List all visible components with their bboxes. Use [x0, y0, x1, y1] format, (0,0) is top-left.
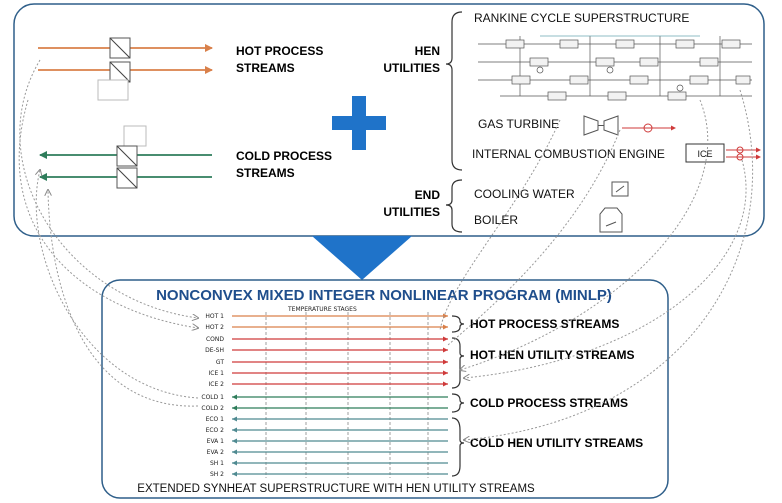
cold-process-label-line1: COLD PROCESS — [236, 149, 332, 163]
stream-label: ICE 1 — [209, 370, 225, 377]
hen-utilities-line1: HEN — [415, 44, 440, 58]
hot-process-streams-graphic — [38, 37, 213, 101]
stream-label: COLD 2 — [201, 405, 224, 412]
stream-arrowhead — [443, 359, 448, 365]
temperature-stages-label: TEMPERATURE STAGES — [287, 306, 357, 313]
boiler-label: BOILER — [474, 213, 518, 227]
cooling-water-label: COOLING WATER — [474, 187, 575, 201]
stream-label: EVA 1 — [207, 438, 225, 445]
stream-arrowhead — [443, 370, 448, 376]
stream-arrowhead — [232, 471, 237, 477]
big-down-arrow — [312, 236, 412, 280]
hen-utilities-line2: UTILITIES — [383, 61, 440, 75]
bottom-panel — [101, 279, 669, 499]
stream-arrowhead — [232, 438, 237, 444]
ice-label: INTERNAL COMBUSTION ENGINE — [472, 147, 665, 161]
stream-arrowhead — [232, 394, 237, 400]
stream-arrowhead — [443, 381, 448, 387]
rankine-label: RANKINE CYCLE SUPERSTRUCTURE — [474, 11, 689, 25]
stream-arrowhead — [443, 336, 448, 342]
end-utilities-brace — [445, 179, 463, 233]
plus-sign — [332, 96, 386, 150]
ice-box — [685, 143, 725, 163]
ice-box-label: ICE — [697, 149, 712, 159]
end-utilities-line2: UTILITIES — [383, 205, 440, 219]
ice-exhaust-lines — [726, 146, 761, 161]
gas-turbine-label: GAS TURBINE — [478, 117, 559, 131]
stream-label: HOT 2 — [205, 324, 224, 331]
stream-label: ICE 2 — [209, 381, 225, 388]
group-hot-hen-utility: HOT HEN UTILITY STREAMS — [470, 348, 634, 362]
stream-label: SH 1 — [210, 460, 224, 467]
stream-label: HOT 1 — [205, 313, 224, 320]
end-utilities-line1: END — [415, 188, 441, 202]
stream-arrowhead — [232, 449, 237, 455]
cold-process-streams-graphic — [39, 125, 212, 189]
stream-arrowhead — [232, 416, 237, 422]
cooling-water-icon — [611, 181, 629, 197]
stream-arrowhead — [232, 405, 237, 411]
group-cold-process: COLD PROCESS STREAMS — [470, 396, 628, 410]
dotted-connectors — [18, 59, 754, 440]
stream-arrowhead — [232, 460, 237, 466]
stream-lines: HOT 1 HOT 2 COND DE-SH GT ICE 1 ICE 2 COLD 1 COL… — [201, 313, 448, 478]
stream-label: COLD 1 — [201, 394, 224, 401]
minlp-title: NONCONVEX MIXED INTEGER NONLINEAR PROGRA… — [156, 287, 612, 304]
bottom-caption: EXTENDED SYNHEAT SUPERSTRUCTURE WITH HEN… — [137, 483, 535, 495]
stream-label: GT — [216, 359, 224, 366]
stream-arrowhead — [443, 347, 448, 353]
rankine-superstructure-graphic — [478, 35, 752, 101]
group-hot-process: HOT PROCESS STREAMS — [470, 317, 619, 331]
group-cold-hen-utility: COLD HEN UTILITY STREAMS — [470, 436, 643, 450]
hen-utilities-brace — [445, 11, 463, 171]
stream-label: ECO 1 — [206, 416, 225, 423]
stream-label: EVA 2 — [207, 449, 225, 456]
stage-dividers — [265, 312, 429, 478]
hot-process-label-line2: STREAMS — [236, 61, 295, 75]
stream-arrowhead — [232, 427, 237, 433]
stream-label: DE-SH — [205, 347, 224, 354]
stream-label: COND — [206, 336, 224, 343]
stream-label: ECO 2 — [206, 427, 225, 434]
stream-arrowhead — [443, 324, 448, 330]
boiler-icon — [599, 207, 623, 233]
hot-process-label-line1: HOT PROCESS — [236, 44, 323, 58]
cold-process-label-line2: STREAMS — [236, 166, 295, 180]
stream-arrowhead — [443, 313, 448, 319]
stream-label: SH 2 — [210, 471, 224, 478]
